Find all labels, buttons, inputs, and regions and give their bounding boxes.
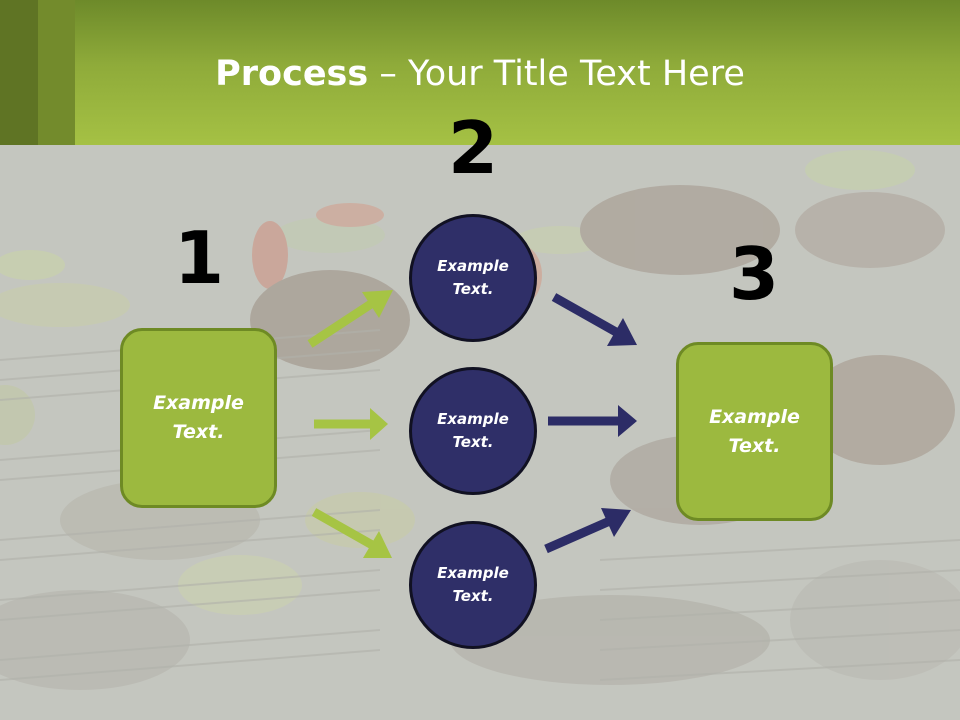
title-bold-part: Process — [215, 54, 369, 94]
step-number-1: 1 — [173, 216, 225, 300]
arrow-step1-to-middle — [314, 408, 388, 440]
circle-middle-text: Example Text. — [437, 410, 509, 451]
header-accent-strip — [38, 0, 75, 145]
step2-circle-top: Example Text. — [409, 214, 537, 342]
step2-circle-middle: Example Text. — [409, 367, 537, 495]
arrow-middle-to-step3 — [548, 405, 637, 437]
title-regular-part: – Your Title Text Here — [368, 54, 745, 94]
arrow-bottom-to-step3 — [544, 508, 631, 554]
arrow-step1-to-bottom — [311, 508, 392, 558]
arrow-top-to-step3 — [551, 293, 637, 346]
header-band: Process – Your Title Text Here — [0, 0, 960, 145]
slide-title: Process – Your Title Text Here — [0, 52, 960, 96]
step2-circle-bottom: Example Text. — [409, 521, 537, 649]
step1-box-text: Example Text. — [153, 392, 244, 443]
step-number-2: 2 — [447, 106, 499, 190]
circle-top-text: Example Text. — [437, 257, 509, 298]
arrow-step1-to-top — [307, 290, 393, 348]
step-number-3: 3 — [728, 232, 780, 316]
header-accent-strip — [0, 0, 38, 145]
step1-box: Example Text. — [120, 328, 277, 508]
step3-box: Example Text. — [676, 342, 833, 521]
step3-box-text: Example Text. — [709, 405, 800, 457]
circle-bottom-text: Example Text. — [437, 564, 509, 605]
